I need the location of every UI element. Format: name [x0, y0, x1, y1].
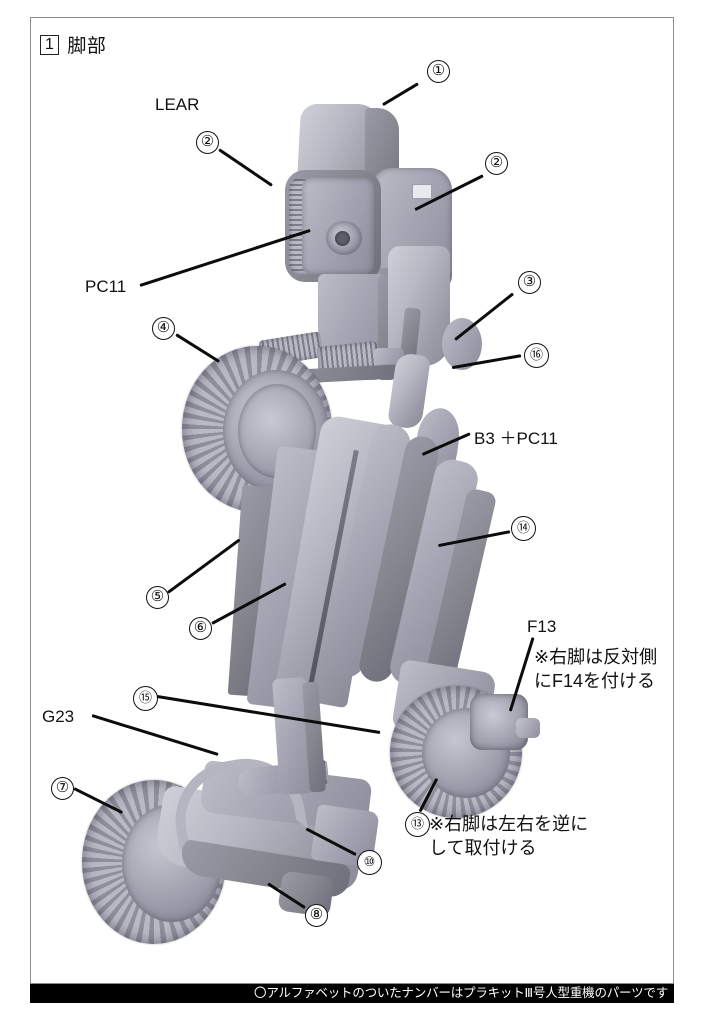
section-header: 1 脚部 [40, 31, 106, 58]
callout-c2l: ② [196, 131, 219, 154]
label-pc11: PC11 [85, 277, 127, 296]
label-b3: B3 ＋PC11 [474, 429, 558, 448]
section-number: 1 [40, 34, 60, 55]
note-line: して取付ける [429, 838, 537, 858]
assembly-photo-stage [30, 18, 674, 984]
note-note-r13: ※右脚は左右を逆にして取付ける [429, 812, 588, 860]
callout-c3: ③ [518, 271, 541, 294]
callout-c15: ⑮ [133, 686, 158, 711]
label-f13: F13 [527, 617, 557, 636]
callout-c16: ⑯ [524, 343, 549, 368]
callout-c5: ⑤ [146, 586, 169, 609]
label-lear: LEAR [155, 95, 200, 114]
callout-c14: ⑭ [511, 516, 536, 541]
note-line: ※右脚は左右を逆に [429, 814, 589, 834]
callout-c4: ④ [152, 317, 175, 340]
footer-note-bar: 〇アルファベットのついたナンバーはプラキットⅢ号人型重機のパーツです [30, 984, 674, 1003]
note-line: にF14を付ける [534, 671, 656, 691]
note-note-f14: ※右脚は反対側にF14を付ける [534, 645, 657, 693]
part-wheel-rear-axle-cap [516, 718, 540, 738]
part-hip-polycap-hole [335, 231, 350, 246]
label-g23: G23 [42, 707, 75, 726]
callout-c13: ⑬ [405, 812, 430, 837]
callout-c8: ⑧ [305, 904, 328, 927]
callout-c6: ⑥ [189, 617, 212, 640]
callout-c10: ⑩ [357, 850, 382, 875]
callout-c1: ① [427, 60, 450, 83]
part-thigh-outer-plate [388, 246, 450, 366]
callout-c7: ⑦ [51, 777, 74, 800]
leg-assembly-photo [30, 18, 674, 984]
section-title: 脚部 [67, 36, 107, 57]
note-line: ※右脚は反対側 [534, 647, 658, 667]
callout-c2r: ② [485, 152, 508, 175]
decal-hip [412, 184, 432, 199]
